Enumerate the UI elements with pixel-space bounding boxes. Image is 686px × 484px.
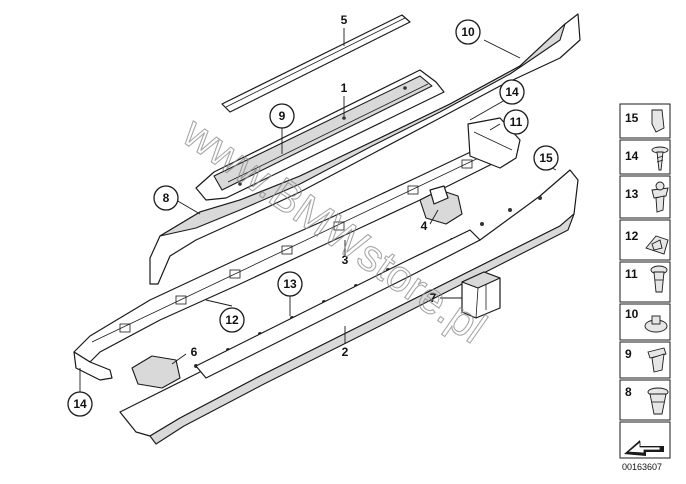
expanding-clip-icon [647,387,669,415]
svg-text:12: 12 [225,313,239,327]
legend-item-10: 10 [619,303,671,341]
part-7-insert [461,271,501,319]
callout-8: 8 [153,185,179,211]
callouts: 5 1 9 10 14 11 8 15 4 3 13 [67,13,559,417]
screw-icon [651,146,669,171]
callout-12: 12 [219,307,245,333]
diagram-id: 00163607 [622,462,662,472]
svg-text:12: 12 [625,229,639,243]
svg-text:9: 9 [279,109,286,123]
fastener-legend: 15 14 13 [619,103,671,472]
legend-item-9: 9 [619,341,671,379]
svg-text:15: 15 [625,111,639,125]
callout-9: 9 [269,103,295,129]
svg-text:8: 8 [163,191,170,205]
svg-text:10: 10 [625,307,639,321]
svg-text:13: 13 [625,187,639,201]
callout-3: 3 [342,253,349,267]
part-1-entrance-strip [195,69,445,201]
plug-icon [644,315,668,333]
part-6-bracket [131,355,181,389]
callout-4: 4 [421,219,428,233]
callout-1: 1 [341,81,348,95]
legend-item-14: 14 [619,139,671,175]
svg-text:8: 8 [625,385,632,399]
legend-item-11: 11 [619,261,671,303]
svg-text:14: 14 [73,397,87,411]
part-10-sill-trim [149,13,581,285]
svg-text:14: 14 [625,149,639,163]
legend-arrow-box [619,421,671,459]
legend-item-15: 15 [619,103,671,139]
clip-button-icon [647,347,667,373]
expanding-rivet-icon [651,181,669,213]
part-5-strip [221,14,411,113]
callout-10: 10 [455,19,481,45]
svg-text:11: 11 [625,267,638,281]
svg-text:9: 9 [625,347,632,361]
legend-item-8: 8 [619,379,671,421]
callout-14-top: 14 [499,79,525,105]
callout-5: 5 [341,13,348,27]
clip-icon [651,109,665,133]
svg-text:15: 15 [539,151,553,165]
spring-nut-icon [645,235,669,255]
part-3-support [73,135,519,363]
legend-item-12: 12 [619,219,671,261]
legend-item-13: 13 [619,175,671,219]
part-14-end-bracket [73,351,113,381]
svg-text:14: 14 [505,85,519,99]
callout-7: 7 [430,291,437,305]
svg-text:10: 10 [461,25,475,39]
part-4-bracket [419,185,463,225]
svg-text:13: 13 [283,277,297,291]
push-rivet-icon [650,265,668,293]
callout-6: 6 [191,345,198,359]
callout-2: 2 [342,345,349,359]
part-13-inner-panel [195,229,481,379]
callout-11: 11 [503,109,529,135]
arrow-icon [624,440,664,456]
callout-15: 15 [533,145,559,171]
svg-text:11: 11 [510,115,523,129]
callout-14-bottom: 14 [67,391,93,417]
callout-13: 13 [277,271,303,297]
